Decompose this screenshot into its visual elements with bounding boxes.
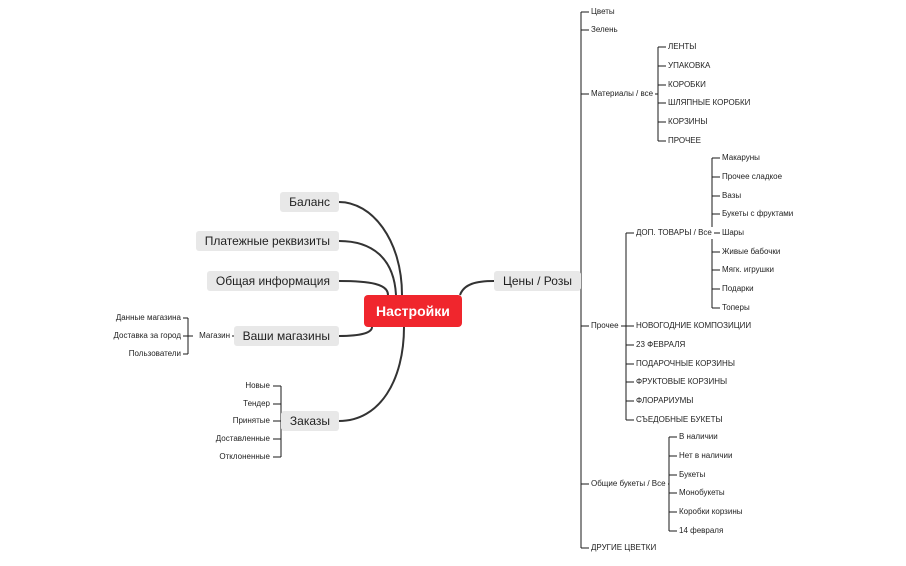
node-materials-ribbons[interactable]: ЛЕНТЫ xyxy=(666,41,699,53)
node-other-item-feb23[interactable]: 23 ФЕВРАЛЯ xyxy=(634,339,688,351)
node-other-item-edible[interactable]: СЪЕДОБНЫЕ БУКЕТЫ xyxy=(634,414,725,426)
node-other-item-florariums[interactable]: ФЛОРАРИУМЫ xyxy=(634,395,696,407)
node-general-info[interactable]: Общая информация xyxy=(206,271,339,291)
node-shop-data[interactable]: Данные магазина xyxy=(113,312,183,324)
node-extra-macarons[interactable]: Макаруны xyxy=(720,152,762,164)
node-orders-new[interactable]: Новые xyxy=(243,380,272,392)
node-extra-gifts[interactable]: Подарки xyxy=(720,283,756,295)
node-greens[interactable]: Зелень xyxy=(589,24,620,36)
node-extra-goods[interactable]: ДОП. ТОВАРЫ / Все xyxy=(634,227,714,239)
node-payment-details[interactable]: Платежные реквизиты xyxy=(195,231,339,251)
node-materials-packaging[interactable]: УПАКОВКА xyxy=(666,60,713,72)
node-orders-accepted[interactable]: Принятые xyxy=(230,415,272,427)
link-root-payment xyxy=(338,240,397,296)
root-node[interactable]: Настройки xyxy=(364,295,462,327)
node-bouquets-out-of-stock[interactable]: Нет в наличии xyxy=(677,450,735,462)
link-root-info xyxy=(338,280,389,296)
node-extra-toppers[interactable]: Топеры xyxy=(720,302,752,314)
node-orders[interactable]: Заказы xyxy=(280,411,339,431)
node-orders-tender[interactable]: Тендер xyxy=(241,398,272,410)
node-materials-boxes[interactable]: КОРОБКИ xyxy=(666,79,708,91)
node-prices[interactable]: Цены / Розы xyxy=(494,271,581,291)
node-other-flowers[interactable]: ДРУГИЕ ЦВЕТКИ xyxy=(589,542,659,554)
bracket-shop xyxy=(183,317,193,355)
node-materials[interactable]: Материалы / все xyxy=(589,88,656,100)
node-bouquets-bouquets[interactable]: Букеты xyxy=(677,469,708,481)
bracket-other xyxy=(620,232,634,421)
node-extra-butterflies[interactable]: Живые бабочки xyxy=(720,246,783,258)
node-shop[interactable]: Магазин xyxy=(197,330,232,342)
node-bouquets[interactable]: Общие букеты / Все xyxy=(589,478,668,490)
node-materials-other[interactable]: ПРОЧЕЕ xyxy=(666,135,703,147)
node-shop-users[interactable]: Пользователи xyxy=(126,348,183,360)
node-extra-vases[interactable]: Вазы xyxy=(720,190,744,202)
node-bouquets-boxes-baskets[interactable]: Коробки корзины xyxy=(677,506,745,518)
node-other-item-gift-baskets[interactable]: ПОДАРОЧНЫЕ КОРЗИНЫ xyxy=(634,358,737,370)
node-materials-hat-boxes[interactable]: ШЛЯПНЫЕ КОРОБКИ xyxy=(666,97,753,109)
node-other[interactable]: Прочее xyxy=(589,320,621,332)
node-shop-delivery[interactable]: Доставка за город xyxy=(111,330,183,342)
node-extra-soft-toys[interactable]: Мягк. игрушки xyxy=(720,264,776,276)
node-extra-balloons[interactable]: Шары xyxy=(720,227,746,239)
node-your-shops[interactable]: Ваши магазины xyxy=(233,326,339,346)
node-extra-fruit-bouquets[interactable]: Букеты с фруктами xyxy=(720,208,796,220)
node-bouquets-mono[interactable]: Монобукеты xyxy=(677,487,727,499)
node-materials-baskets[interactable]: КОРЗИНЫ xyxy=(666,116,710,128)
link-root-balance xyxy=(338,201,403,296)
node-balance[interactable]: Баланс xyxy=(280,192,339,212)
link-root-shops xyxy=(338,326,373,337)
link-root-prices xyxy=(459,280,495,296)
node-extra-sweets[interactable]: Прочее сладкое xyxy=(720,171,785,183)
node-orders-delivered[interactable]: Доставленные xyxy=(213,433,272,445)
node-other-item-newyear[interactable]: НОВОГОДНИЕ КОМПОЗИЦИИ xyxy=(634,320,754,332)
link-root-orders xyxy=(338,326,405,422)
node-other-item-fruit-baskets[interactable]: ФРУКТОВЫЕ КОРЗИНЫ xyxy=(634,376,730,388)
node-flowers[interactable]: Цветы xyxy=(589,6,617,18)
node-orders-rejected[interactable]: Отклоненные xyxy=(217,451,272,463)
node-bouquets-feb14[interactable]: 14 февраля xyxy=(677,525,726,537)
node-bouquets-in-stock[interactable]: В наличии xyxy=(677,431,720,443)
